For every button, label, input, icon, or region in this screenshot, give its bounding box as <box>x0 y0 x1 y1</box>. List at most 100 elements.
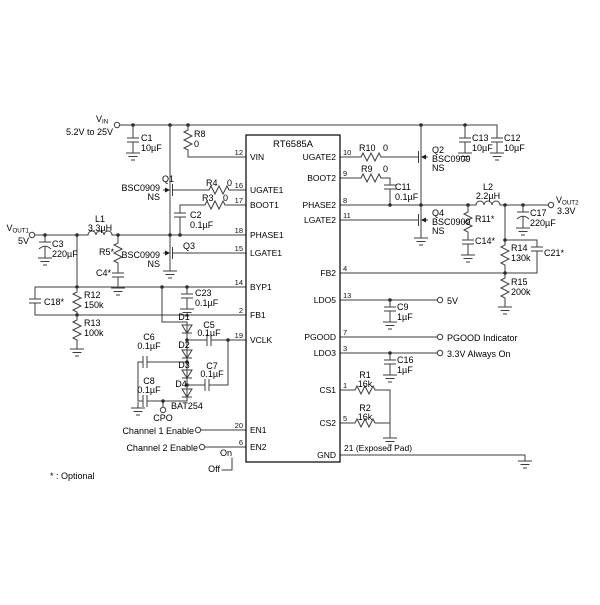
r15-ref: R15 <box>511 277 528 287</box>
junction-dot <box>185 383 189 387</box>
vout2-terminal[interactable] <box>547 201 555 209</box>
junction-dot <box>388 351 392 355</box>
r10-val: 0 <box>383 143 388 153</box>
capacitor-c9 <box>383 301 397 317</box>
junction-dot <box>521 203 525 207</box>
vout2-value-label: 3.3V <box>557 206 576 216</box>
l2-val: 2.2µH <box>476 191 500 201</box>
net-boot1 <box>179 204 247 236</box>
ground-icon <box>382 315 398 330</box>
pin-name: LGATE2 <box>304 215 336 225</box>
junction-dot <box>168 123 172 127</box>
junction-dots <box>43 123 525 403</box>
c17-ref: C17 <box>530 208 547 218</box>
pin-number: 8 <box>343 196 347 205</box>
ground-icon <box>110 281 126 296</box>
ldo5-terminal[interactable] <box>436 296 444 304</box>
ground-icon <box>69 342 85 357</box>
d1-ref: D1 <box>178 312 190 322</box>
net-boot2 <box>339 177 391 206</box>
pin-name: PHASE1 <box>250 230 284 240</box>
q1-ref: Q1 <box>162 174 174 184</box>
pin-number: 4 <box>343 264 347 273</box>
r1-val: 16k <box>358 379 373 389</box>
ic-rt6585a-body <box>245 134 341 463</box>
pgood-output-label: PGOOD Indicator <box>447 333 518 343</box>
net-phase1-vout1 <box>34 197 247 288</box>
en1-terminal[interactable] <box>194 426 202 434</box>
net-lgate2 <box>339 219 422 233</box>
c6-val: 0.1µF <box>137 341 161 351</box>
pin-number: 18 <box>235 226 243 235</box>
c1-val: 10µF <box>141 143 162 153</box>
r14-val: 130k <box>511 253 531 263</box>
r2-ref: R2 <box>359 403 371 413</box>
junction-dot <box>466 203 470 207</box>
junction-dot <box>186 123 190 127</box>
ground-icon <box>382 368 398 383</box>
junction-dot <box>419 123 423 127</box>
capacitor-c6 <box>137 355 153 369</box>
capacitor-c3 <box>38 236 52 253</box>
cpo-terminal[interactable] <box>159 406 167 414</box>
terminal-labels: VIN 5.2V to 25V VOUT1 5V VOUT2 3.3V 5V P… <box>6 114 579 474</box>
c9-ref: C9 <box>397 302 409 312</box>
pin-name: CS1 <box>319 385 336 395</box>
resistor-r10 <box>357 152 385 162</box>
component-labels: C1 10µF R8 0 Q1 BSC0909 NS R4 0 R3 0 C2 … <box>44 129 565 422</box>
ic-title: RT6585A <box>273 139 314 150</box>
pin-name-gnd: GND <box>317 450 336 460</box>
junction-dot <box>463 123 467 127</box>
ground-icon <box>37 251 53 266</box>
junction-dot <box>178 233 182 237</box>
capacitor-c16 <box>383 354 397 370</box>
ground-icon <box>162 264 178 279</box>
c16-val: 1µF <box>397 365 413 375</box>
junction-dot <box>388 203 392 207</box>
pin-number: 2 <box>239 306 243 315</box>
ground-icon <box>413 231 429 246</box>
en2-terminal[interactable] <box>198 443 206 451</box>
pgood-terminal[interactable] <box>436 333 444 341</box>
bat254-label: BAT254 <box>171 401 203 411</box>
pin-number: 7 <box>343 328 347 337</box>
resistor-r12 <box>72 288 82 316</box>
pin-number: 14 <box>235 278 243 287</box>
capacitor-c17 <box>516 206 530 223</box>
junction-dot <box>168 233 172 237</box>
junction-dot <box>161 399 165 403</box>
ldo3-output-label: 3.3V Always On <box>447 349 511 359</box>
q4-ref: Q4 <box>432 208 444 218</box>
vout2-label: VOUT2 <box>556 195 579 207</box>
capacitor-c23 <box>180 288 194 304</box>
capacitor-c4 <box>111 267 125 283</box>
channel1-enable-label: Channel 1 Enable <box>122 426 194 436</box>
r14-ref: R14 <box>511 243 528 253</box>
junction-dot <box>116 233 120 237</box>
r11-ref: R11* <box>475 214 495 224</box>
r10-ref: R10 <box>359 143 376 153</box>
ldo3-terminal[interactable] <box>436 349 444 357</box>
junction-dot <box>503 203 507 207</box>
terminals <box>28 121 555 451</box>
pin-number: 19 <box>235 331 243 340</box>
junction-dot <box>160 285 164 289</box>
r2-val: 16k <box>358 412 373 422</box>
pin-name: FB2 <box>320 268 336 278</box>
q2-part: BSC0909 <box>432 154 471 164</box>
junction-dot <box>75 285 79 289</box>
d4-ref: D4 <box>175 379 187 389</box>
q2-suffix: NS <box>432 163 445 173</box>
pin-name: PGOOD <box>304 332 336 342</box>
q1-part: BSC0909 <box>121 183 160 193</box>
junction-dot <box>131 123 135 127</box>
vin-terminal[interactable] <box>113 121 121 129</box>
c6-ref: C6 <box>143 332 155 342</box>
pin-name: UGATE2 <box>303 152 337 162</box>
capacitor-c1 <box>126 132 140 148</box>
ground-icon <box>497 300 513 315</box>
pin-name: LDO3 <box>314 348 336 358</box>
pin-number: 11 <box>343 211 351 220</box>
vout1-terminal[interactable] <box>28 231 36 239</box>
vin-range-label: 5.2V to 25V <box>66 127 113 137</box>
